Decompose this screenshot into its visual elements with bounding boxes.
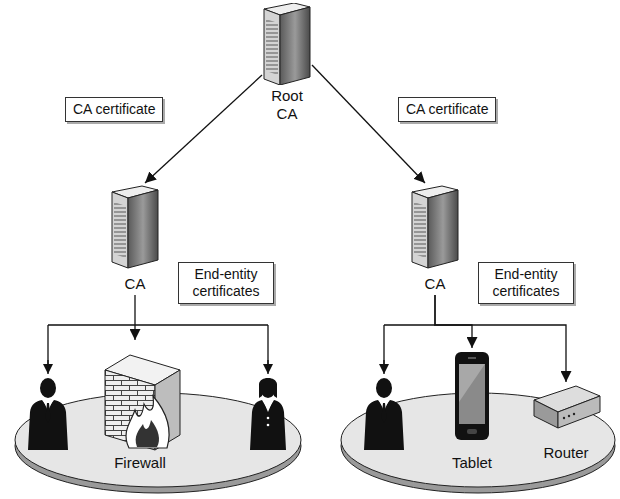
certificate-arrow [435,295,472,348]
tablet-icon: Tablet [442,350,502,472]
node-label: Tablet [442,454,502,472]
ca-server: CA [410,183,460,293]
certificate-arrow [435,295,566,382]
node-label: Router [528,444,604,462]
firewall-icon: Firewall [95,342,185,472]
node-label: CA [410,275,460,293]
ca-server: CA [110,183,160,293]
node-label: Root CA [262,87,312,123]
node-label: Firewall [95,454,185,472]
node-label: CA [110,275,160,293]
router-icon: Router [528,384,604,462]
certificate-label: End-entity certificates [178,262,274,304]
certificate-label: CA certificate [65,97,163,122]
certificate-arrow [145,75,262,183]
root-ca-server: Root CA [262,3,312,123]
certificate-arrow [312,65,425,183]
certificate-arrow [134,295,135,340]
certificate-label: CA certificate [398,97,496,122]
certificate-label: End-entity certificates [478,262,574,304]
